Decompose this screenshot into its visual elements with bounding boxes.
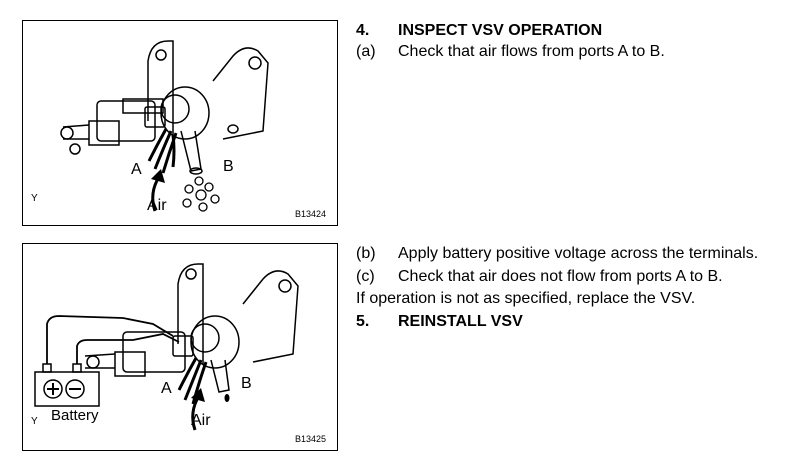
vsv-battery-figure: Battery A B Air Y B13425 [22,243,338,451]
step-c-marker: (c) [356,268,375,285]
vsv-airflow-figure: A B Air Y B13424 [22,20,338,226]
vsv-illustration-2 [34,263,299,431]
section-4-number: 4. [356,22,370,39]
port-b-label: B [223,158,234,175]
step-b-text: Apply battery positive voltage across th… [398,245,759,262]
air-label: Air [191,412,211,429]
replace-note: If operation is not as specified, replac… [356,290,696,307]
air-label: Air [147,197,167,214]
step-a-text: Check that air flows from ports A to B. [398,43,665,60]
section-4-title: INSPECT VSV OPERATION [398,22,603,39]
step-b-marker: (b) [356,245,376,262]
port-a-label: A [161,380,172,397]
port-a-label: A [131,161,142,178]
figure-code: B13424 [295,209,327,219]
corner-mark: Y [31,416,38,427]
step-c-text: Check that air does not flow from ports … [398,268,723,285]
figure-code: B13425 [295,434,327,444]
step-a-marker: (a) [356,43,376,60]
battery-label: Battery [51,407,99,424]
port-b-label: B [241,375,252,392]
section-5-number: 5. [356,313,370,330]
section-5-title: REINSTALL VSV [398,313,523,330]
corner-mark: Y [31,193,38,204]
vsv-illustration-1 [60,40,269,212]
